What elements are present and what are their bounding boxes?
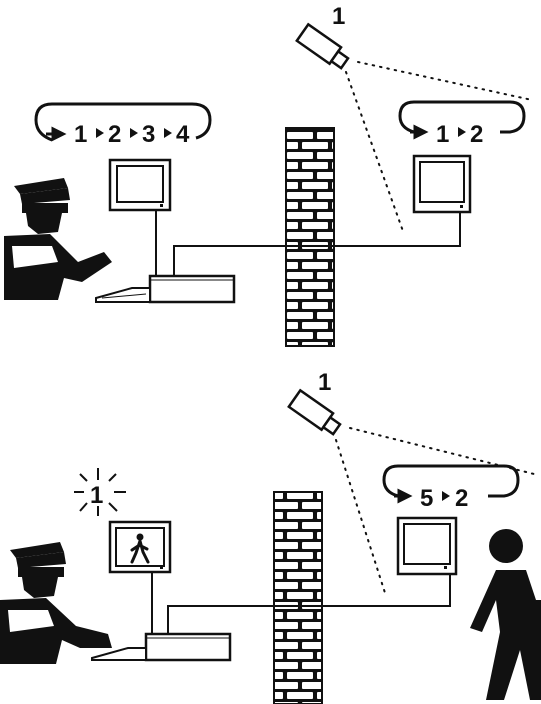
monitor-icon: [108, 158, 172, 212]
keyboard-icon: [95, 287, 151, 303]
sequence-step: 1: [436, 121, 449, 148]
monitor-icon: [412, 154, 472, 214]
brick-wall-icon: [286, 128, 334, 346]
person-on-screen-icon: [130, 533, 150, 564]
sequence-step: 3: [142, 121, 155, 148]
walking-person-icon: [470, 529, 541, 700]
sequence-step: 4: [176, 121, 190, 148]
sequence-step: 2: [455, 485, 468, 512]
sequence-step: 1: [74, 121, 87, 148]
cctv-camera-icon: [295, 22, 350, 70]
sequence-step: 2: [470, 121, 483, 148]
camera-label: 1: [332, 3, 345, 30]
remote-sequence-loop: 5 2: [382, 464, 520, 512]
alarm-label: 1: [90, 482, 103, 509]
brick-wall-icon: [274, 492, 322, 704]
sequence-step: 5: [420, 485, 433, 512]
sequence-step: 2: [108, 121, 121, 148]
top-panel: 1 2 3 4 1: [4, 3, 533, 347]
security-guard-icon: [4, 178, 112, 300]
remote-sequence-loop: 1 2: [398, 100, 526, 148]
keyboard-icon: [91, 647, 147, 661]
camera-label: 1: [318, 369, 331, 396]
guard-sequence-loop: 1 2 3 4: [34, 102, 212, 148]
alarm-burst-icon: [74, 468, 126, 516]
bottom-panel: 1 5 2: [0, 369, 541, 704]
cctv-camera-icon: [287, 388, 342, 436]
security-guard-icon: [0, 542, 112, 664]
monitor-icon: [396, 516, 458, 576]
